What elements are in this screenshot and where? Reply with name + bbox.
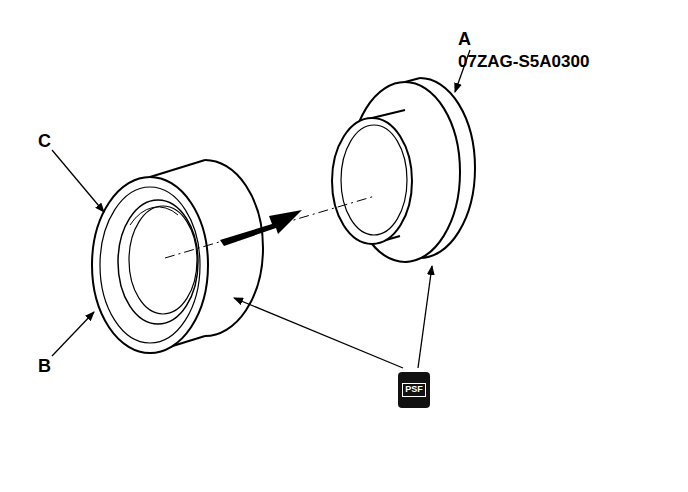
part-letter: B <box>38 357 51 375</box>
fluid-symbol: PSF <box>398 372 430 408</box>
symbol-text: PSF <box>402 383 426 397</box>
part-letter: C <box>38 132 51 150</box>
tool-number: 07ZAG-S5A0300 <box>458 53 589 70</box>
part-letter: A <box>458 30 471 48</box>
